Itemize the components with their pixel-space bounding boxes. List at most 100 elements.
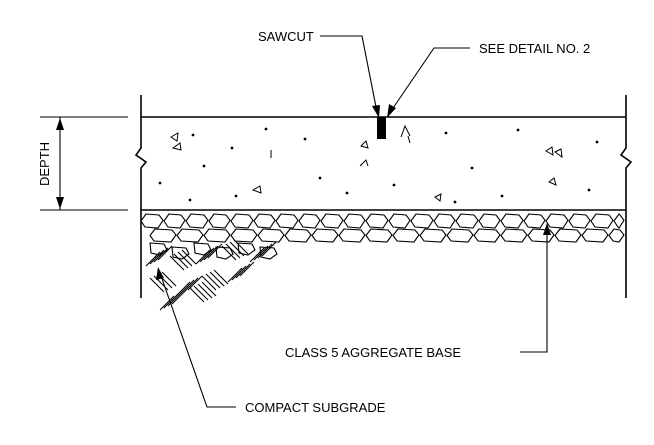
sawcut-mark <box>377 117 386 139</box>
hatch-line <box>227 267 243 283</box>
aggregate-stone <box>500 228 528 243</box>
hatch-line <box>189 287 205 303</box>
hatch-line <box>193 285 209 301</box>
hatch-line <box>229 241 245 257</box>
hatch-line <box>163 293 179 309</box>
see-detail-leader <box>387 47 470 118</box>
aggregate-stone <box>478 213 501 229</box>
hatch-line <box>221 245 237 261</box>
aggregate-stone <box>176 228 204 243</box>
aggregate-stone <box>554 228 582 243</box>
aggregate-stone <box>298 213 321 229</box>
aggregate-stone <box>215 246 234 260</box>
hatch-line <box>213 269 229 285</box>
aggregate-stone <box>140 213 164 229</box>
see-detail-label: SEE DETAIL NO. 2 <box>479 41 590 56</box>
hatch-line <box>233 239 249 255</box>
aggregate-stone <box>365 228 393 243</box>
aggregate-stone <box>230 228 258 243</box>
concrete-stipple <box>158 124 599 204</box>
hatch-line <box>257 243 273 259</box>
hatch-line <box>195 249 211 265</box>
hatch-line <box>249 247 265 263</box>
subgrade-hatch <box>145 239 277 311</box>
aggregate-stone <box>320 213 344 229</box>
hatch-line <box>201 275 217 291</box>
hatch-line <box>179 279 195 295</box>
aggregate-stone <box>455 213 479 229</box>
aggregate-stone <box>208 213 231 229</box>
hatch-line <box>177 251 193 267</box>
hatch-line <box>225 243 241 259</box>
sawcut-leader <box>320 35 380 118</box>
hatch-line <box>183 277 199 293</box>
aggregate-stone <box>284 228 312 243</box>
hatch-line <box>253 245 269 261</box>
hatch-line <box>153 247 169 263</box>
depth-dimension <box>40 116 128 211</box>
hatch-line <box>197 283 213 299</box>
hatch-line <box>205 273 221 289</box>
subgrade-leader <box>156 267 236 408</box>
aggregate-stone <box>500 213 524 229</box>
aggregate-stone <box>446 228 474 243</box>
aggregate-stone <box>253 213 276 229</box>
aggregate-stone <box>311 228 339 243</box>
hatch-line <box>159 295 175 311</box>
aggregate-base-stones <box>140 213 625 260</box>
aggregate-stone <box>365 213 389 229</box>
aggregate-stone <box>392 228 420 243</box>
hatch-line <box>261 241 277 257</box>
hatch-line <box>175 281 191 297</box>
aggregate-stone <box>257 228 285 243</box>
aggregate-stone <box>419 228 447 243</box>
hatch-line <box>187 275 203 291</box>
hatch-line <box>181 249 197 265</box>
aggregate-base-leader <box>520 223 551 353</box>
left-break-line <box>134 95 148 298</box>
hatch-line <box>207 243 223 259</box>
hatch-line <box>239 261 255 277</box>
aggregate-stone <box>343 213 366 229</box>
hatch-line <box>149 249 165 265</box>
hatch-line <box>209 271 225 287</box>
aggregate-stone <box>433 213 456 229</box>
hatch-line <box>161 271 177 287</box>
aggregate-stone <box>527 228 555 243</box>
aggregate-stone <box>230 213 254 229</box>
hatch-line <box>235 263 251 279</box>
aggregate-stone <box>523 213 546 229</box>
hatch-line <box>167 291 183 307</box>
hatch-line <box>169 255 185 271</box>
aggregate-base-label: CLASS 5 AGGREGATE BASE <box>285 345 461 360</box>
hatch-line <box>199 247 215 263</box>
aggregate-stone <box>613 213 625 229</box>
aggregate-stone <box>338 228 366 243</box>
hatch-line <box>145 251 161 267</box>
aggregate-stone <box>149 228 177 243</box>
aggregate-stone <box>203 228 231 243</box>
hatch-line <box>201 281 217 297</box>
hatch-line <box>203 245 219 261</box>
aggregate-stone <box>185 213 209 229</box>
depth-label: DEPTH <box>37 142 52 186</box>
hatch-line <box>173 253 189 269</box>
hatch-line <box>157 245 173 261</box>
aggregate-stone <box>275 213 299 229</box>
aggregate-stone <box>473 228 501 243</box>
sawcut-label: SAWCUT <box>258 29 314 44</box>
aggregate-stone <box>545 213 569 229</box>
hatch-line <box>231 265 247 281</box>
aggregate-stone <box>590 213 614 229</box>
right-break-line <box>619 95 633 298</box>
hatch-line <box>149 277 165 293</box>
aggregate-stone <box>581 228 609 243</box>
aggregate-stone <box>410 213 434 229</box>
aggregate-stone <box>388 213 411 229</box>
aggregate-stone <box>608 228 625 243</box>
subgrade-label: COMPACT SUBGRADE <box>245 400 386 415</box>
aggregate-stone <box>568 213 591 229</box>
aggregate-stone <box>163 213 186 229</box>
